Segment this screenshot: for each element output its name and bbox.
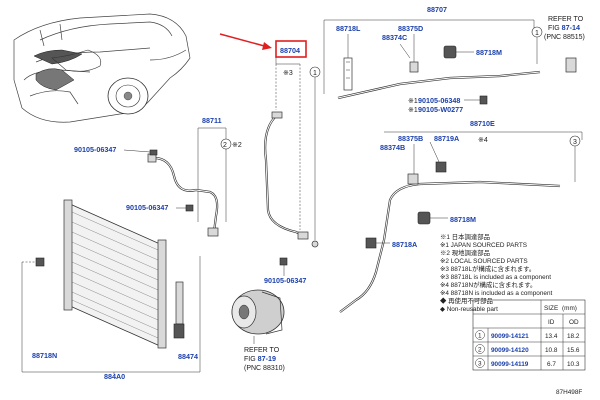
- refer-bottom-fig-prefix: FIG: [244, 356, 258, 363]
- bracket-88718n[interactable]: [35, 257, 45, 267]
- size-row-part[interactable]: 90099-14119: [491, 361, 529, 368]
- size-row-no: 1: [478, 333, 482, 340]
- refer-top-fig-prefix: FIG: [548, 25, 562, 32]
- part-88719a-label: 88719A: [434, 134, 459, 143]
- bolt-icon-b: [185, 204, 194, 212]
- mark-4: ※4: [478, 137, 488, 144]
- part-88704-label: 88704: [280, 46, 300, 55]
- clamp-88718a[interactable]: [365, 237, 377, 249]
- part-88707-label: 88707: [427, 5, 447, 14]
- size-row-id: 13.4: [545, 333, 558, 340]
- part-88474-label: 88474: [178, 352, 198, 361]
- refer-bottom-line1: REFER TO: [244, 347, 280, 354]
- refer-bottom-pnc: (PNC 88310): [244, 365, 285, 372]
- part-88704-callout[interactable]: 88704: [275, 40, 307, 58]
- circle-3-near-88710e: 3: [573, 139, 577, 146]
- condenser-884a0[interactable]: [63, 199, 167, 349]
- note-line: ※3 88718L is included as a component: [440, 274, 551, 281]
- note-line: ※3 88718Lが構成に含まれます。: [440, 264, 535, 273]
- bolt-icon-c: [279, 257, 288, 266]
- circle-2-near-88711: 2: [223, 142, 227, 149]
- part-88718m-top-label: 88718M: [476, 48, 502, 57]
- hose-88711[interactable]: [147, 153, 219, 237]
- part-88718l-label: 88718L: [336, 24, 361, 33]
- note-line: ※4 88718N is included as a component: [440, 290, 553, 297]
- part-88374c-label: 88374C: [382, 33, 407, 42]
- mark-3: ※3: [283, 70, 293, 77]
- size-row-od: 10.3: [567, 361, 580, 368]
- part-88710e-label: 88710E: [470, 119, 495, 128]
- size-table: SIZE (mm) ID OD 1 90099-14121 13.4 18.2 …: [472, 299, 586, 371]
- part-88375d-label: 88375D: [398, 24, 423, 33]
- note-line: ※2 LOCAL SOURCED PARTS: [440, 258, 528, 265]
- size-row-od: 18.2: [567, 333, 580, 340]
- mark-1-b: ※1: [408, 107, 418, 114]
- size-table-unit: (mm): [562, 305, 577, 312]
- hose-88704[interactable]: [264, 111, 309, 240]
- pipe-88710e[interactable]: [339, 180, 561, 313]
- bolt-90105-06347-c: 90105-06347: [264, 276, 306, 285]
- bolt-icon-a: [149, 149, 158, 156]
- pipe-88707[interactable]: [337, 70, 541, 100]
- size-row-no: 3: [478, 361, 482, 368]
- refer-bottom-fig: FIG 87-19: [244, 354, 276, 363]
- bolt-90105-06347-b: 90105-06347: [126, 203, 168, 212]
- mark-1-a: ※1: [408, 98, 418, 105]
- size-row-id: 10.8: [545, 347, 558, 354]
- bolt-icon-d: [479, 95, 488, 105]
- refer-top-pnc: (PNC 88515): [544, 34, 585, 41]
- dryer-88474[interactable]: [173, 281, 185, 339]
- bolt-90105-06348: 90105-06348: [418, 96, 460, 105]
- size-row-part[interactable]: 90099-14120: [491, 347, 529, 354]
- drawing-code: 87H498F: [556, 389, 582, 396]
- size-row-id: 6.7: [547, 361, 556, 368]
- compressor[interactable]: [231, 289, 285, 335]
- part-88374b-label: 88374B: [380, 143, 405, 152]
- part-88718m-mid-label: 88718M: [450, 215, 476, 224]
- mark-2-88711: ※2: [232, 142, 242, 149]
- notes-block: ※1 日本調達部品 ※1 JAPAN SOURCED PARTS ※2 現地調達…: [440, 232, 553, 313]
- part-88711-label: 88711: [202, 116, 222, 125]
- part-88718a-label: 88718A: [392, 240, 417, 249]
- clamp-88718m-mid[interactable]: [417, 211, 431, 225]
- clamp-88375d[interactable]: [409, 61, 419, 73]
- refer-top-fig: FIG 87-14: [548, 23, 580, 32]
- size-table-col-od: OD: [569, 319, 579, 326]
- bracket-88718l[interactable]: [343, 57, 353, 91]
- clamp-88375b[interactable]: [407, 173, 419, 185]
- highlight-arrow: [219, 33, 272, 50]
- part-884a0-label: 884A0: [104, 372, 125, 381]
- size-table-col-id: ID: [548, 319, 555, 326]
- note-line: ※2 現地調達部品: [440, 248, 490, 257]
- bolt-90105-06347-a: 90105-06347: [74, 145, 116, 154]
- note-line: ※1 JAPAN SOURCED PARTS: [440, 242, 527, 249]
- size-row-part[interactable]: 90099-14121: [491, 333, 529, 340]
- note-line: ◆ Non-reusable part: [440, 306, 498, 313]
- bolt-90105-w0277: 90105-W0277: [418, 105, 463, 114]
- vehicle-illustration: [13, 13, 191, 123]
- circle-1-near-88704: 1: [313, 70, 317, 77]
- bracket-88719a[interactable]: [435, 161, 447, 173]
- size-row-no: 2: [478, 347, 482, 354]
- size-table-title: SIZE: [544, 305, 558, 312]
- expansion-valve: [565, 57, 577, 73]
- part-88375b-label: 88375B: [398, 134, 423, 143]
- circle-1-near-88707: 1: [535, 30, 539, 37]
- note-line: ※1 日本調達部品: [440, 232, 490, 241]
- size-row-od: 15.6: [567, 347, 580, 354]
- note-line: ◆ 再使用不可部品: [440, 296, 493, 305]
- refer-top-fig-number[interactable]: 87-14: [562, 23, 580, 32]
- refer-bottom-fig-number[interactable]: 87-19: [258, 354, 276, 363]
- clamp-88718m-top[interactable]: [443, 45, 457, 59]
- note-line: ※4 88718Nが構成に含まれます。: [440, 280, 536, 289]
- refer-top-line1: REFER TO: [548, 16, 584, 23]
- part-88718n-label: 88718N: [32, 351, 57, 360]
